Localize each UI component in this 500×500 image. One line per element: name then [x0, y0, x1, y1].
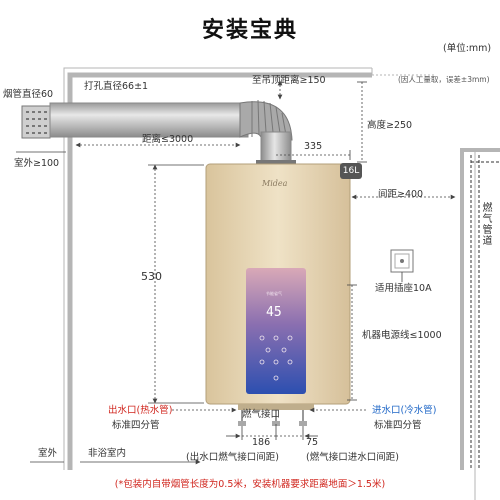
- brand-logo: Midea: [262, 179, 288, 188]
- height-530-label: 530: [141, 270, 162, 283]
- dim-186-note: (出水口燃气接口间距): [186, 452, 279, 463]
- dimension-lines: [16, 80, 456, 465]
- flue-diameter-label: 烟管直径60: [3, 89, 54, 100]
- gas-pipe-line: [470, 155, 500, 470]
- cold-inlet-label: 进水口(冷水管): [372, 405, 437, 416]
- hot-outlet-label: 出水口(热水管): [108, 405, 173, 416]
- display-mode-text: 节能省气: [266, 291, 282, 296]
- unit-label: (单位:mm): [443, 43, 492, 54]
- distance-label: 距离≤3000: [142, 134, 194, 145]
- dim-186-label: 186: [252, 437, 271, 448]
- hole-diameter-label: 打孔直径66±1: [84, 81, 149, 92]
- dim-75-note: (燃气接口进水口间距): [306, 452, 399, 463]
- height-label: 高度≥250: [367, 120, 413, 131]
- spacing-label: 间距≥400: [378, 189, 424, 200]
- socket: [390, 249, 414, 273]
- water-heater: [205, 163, 351, 426]
- non-bathroom-label: 非浴室内: [88, 448, 127, 459]
- footer-note: (*包装内自带烟管长度为0.5米，安装机器要求距离地面＞1.5米): [114, 479, 386, 490]
- width-335-label: 335: [304, 141, 323, 152]
- dim-75-label: 75: [306, 437, 319, 448]
- tolerance-note: (因人工量取，误差±3mm): [398, 75, 490, 84]
- gas-pipe-label: 燃气管道: [480, 202, 491, 246]
- walls: [63, 67, 500, 500]
- hot-outlet-spec: 标准四分管: [112, 420, 160, 431]
- display-temperature: 45: [266, 305, 282, 320]
- outdoor-100-label: 室外≥100: [14, 158, 60, 169]
- gas-inlet-label: 燃气接口: [242, 409, 281, 420]
- page-title: 安装宝典: [201, 18, 298, 43]
- flue-pipe: [21, 99, 296, 165]
- ceiling-distance-label: 至吊顶距离≥150: [252, 75, 326, 86]
- socket-label: 适用插座10A: [375, 283, 432, 294]
- cold-inlet-spec: 标准四分管: [374, 420, 422, 431]
- capacity-badge: 16L: [340, 163, 362, 179]
- power-cord-label: 机器电源线≤1000: [362, 330, 442, 341]
- outdoor-label: 室外: [38, 448, 58, 459]
